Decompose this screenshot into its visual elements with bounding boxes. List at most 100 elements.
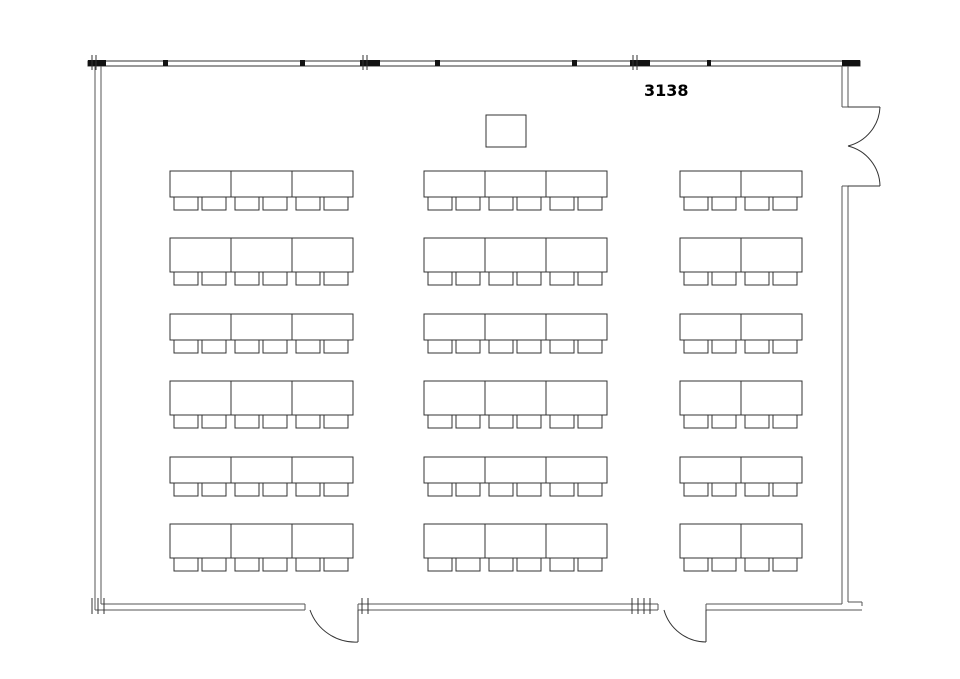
chair [323,339,349,354]
chair [549,339,575,354]
chair [323,482,349,497]
chair [234,414,260,429]
bottom-door-left [309,609,359,643]
desk [679,313,742,341]
chair [772,482,798,497]
chair [744,271,770,286]
chair [173,196,199,211]
chair [711,482,737,497]
chair [262,414,288,429]
desk [291,456,354,484]
desk [740,456,803,484]
chair [295,196,321,211]
desk [545,313,608,341]
chair [295,557,321,572]
chair [201,482,227,497]
desk [423,523,486,559]
desk [291,170,354,198]
front-screen [485,114,527,148]
desk [423,313,486,341]
desk [291,380,354,416]
desk-rows [169,170,803,572]
chair [455,482,481,497]
desk [423,170,486,198]
chair [577,271,603,286]
chair [262,271,288,286]
chair [295,339,321,354]
chair [455,414,481,429]
chair [455,271,481,286]
chair [683,557,709,572]
desk [545,170,608,198]
desk [423,456,486,484]
desk [545,523,608,559]
chair [772,339,798,354]
chair [201,271,227,286]
chair [683,271,709,286]
chair [173,339,199,354]
chair [683,339,709,354]
chair [516,339,542,354]
chair [772,271,798,286]
desk [679,170,742,198]
desk [484,237,547,273]
desk [291,237,354,273]
desk [230,523,293,559]
chair [427,414,453,429]
desk [545,456,608,484]
chair [201,557,227,572]
chair [516,196,542,211]
chair [516,271,542,286]
chair [711,339,737,354]
chair [549,557,575,572]
chair [427,557,453,572]
chair [744,339,770,354]
chair [234,271,260,286]
desk [169,380,232,416]
room-number-label: 3138 [644,81,689,100]
chair [577,339,603,354]
desk [423,380,486,416]
chair [772,196,798,211]
chair [455,196,481,211]
chair [683,482,709,497]
chair [683,414,709,429]
chair [577,414,603,429]
chair [295,414,321,429]
bottom-door-right [663,609,707,643]
chair [173,414,199,429]
chair [295,271,321,286]
desk [740,237,803,273]
chair [577,196,603,211]
desk [423,237,486,273]
chair [427,196,453,211]
left-wall [94,66,102,610]
chair [262,339,288,354]
chair [234,482,260,497]
desk [484,523,547,559]
right-door [847,106,881,187]
chair [201,196,227,211]
desk [291,523,354,559]
desk [679,237,742,273]
right-wall [841,66,863,606]
chair [488,557,514,572]
chair [427,482,453,497]
chair [427,339,453,354]
chair [772,557,798,572]
chair [744,196,770,211]
chair [427,271,453,286]
desk [740,523,803,559]
desk [230,380,293,416]
chair [488,196,514,211]
chair [683,196,709,211]
chair [262,557,288,572]
desk [679,523,742,559]
desk [484,313,547,341]
chair [744,414,770,429]
chair [744,482,770,497]
chair [455,339,481,354]
chair [711,196,737,211]
desk [169,456,232,484]
